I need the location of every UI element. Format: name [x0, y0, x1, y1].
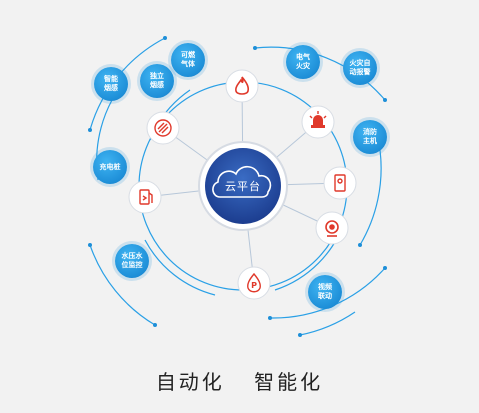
- arc-dot: [298, 333, 302, 337]
- node-fire-host[interactable]: 消防 主机: [353, 120, 387, 154]
- inner-icon-flame: [225, 69, 259, 103]
- inner-icon-panel: [323, 166, 357, 200]
- arc-dot: [358, 243, 362, 247]
- center-label: 云平台: [225, 180, 261, 193]
- arc-dot: [268, 316, 272, 320]
- camera-icon: [325, 220, 339, 237]
- inner-icon-extinguisher: [128, 180, 162, 214]
- outer-arc: [359, 149, 382, 246]
- arc-dot: [383, 266, 387, 270]
- node-label: 视频 联动: [318, 283, 332, 300]
- alarm-light-icon: [309, 111, 327, 128]
- inner-icon-pressure: P: [237, 266, 271, 300]
- node-video-link[interactable]: 视频 联动: [308, 275, 342, 309]
- pressure-gauge-icon: P: [247, 272, 261, 293]
- node-water-monitor[interactable]: 水压水 位监控: [115, 244, 149, 278]
- inner-icon-camera: [315, 211, 349, 245]
- arc-dot: [163, 36, 167, 40]
- node-label: 充电桩: [99, 162, 121, 171]
- outer-arc: [89, 244, 156, 326]
- node-label: 智能 烟感: [104, 75, 118, 92]
- svg-text:P: P: [251, 281, 257, 290]
- node-smart-smoke[interactable]: 智能 烟感: [94, 67, 128, 101]
- center-hub: [198, 141, 288, 231]
- cloud-icon: [212, 165, 272, 198]
- extinguisher-icon: [139, 189, 153, 205]
- inner-icon-alarm: [301, 105, 335, 139]
- node-label: 火灾自 动报警: [349, 59, 371, 76]
- node-label: 电气 火灾: [296, 53, 310, 70]
- node-independent-smoke[interactable]: 独立 烟感: [140, 64, 174, 98]
- node-combustible-gas[interactable]: 可燃 气体: [171, 43, 205, 77]
- inner-icon-heat: [146, 111, 180, 145]
- node-label: 水压水 位监控: [121, 252, 143, 269]
- footer-left-text: 自动化: [155, 370, 225, 394]
- node-charging-pile[interactable]: 充电桩: [93, 150, 127, 184]
- node-electrical-fire[interactable]: 电气 火灾: [286, 45, 320, 79]
- node-label: 消防 主机: [363, 128, 377, 145]
- flame-icon: [235, 76, 250, 95]
- footer-right-text: 智能化: [254, 370, 324, 394]
- node-label: 独立 烟感: [150, 72, 164, 89]
- outer-arc: [299, 311, 356, 336]
- node-label: 可燃 气体: [181, 51, 195, 68]
- arc-dot: [153, 323, 157, 327]
- arc-dots: [88, 36, 387, 337]
- panel-icon: [334, 174, 346, 192]
- arc-dot: [383, 98, 387, 102]
- heat-sensor-icon: [154, 119, 172, 137]
- arc-dot: [253, 46, 257, 50]
- footer-slogan: 自动化 智能化: [0, 366, 479, 395]
- arc-dot: [88, 243, 92, 247]
- ring-arc: [144, 239, 216, 296]
- node-fire-alarm[interactable]: 火灾自 动报警: [343, 51, 377, 85]
- outer-arc: [254, 46, 386, 101]
- arc-dot: [88, 128, 92, 132]
